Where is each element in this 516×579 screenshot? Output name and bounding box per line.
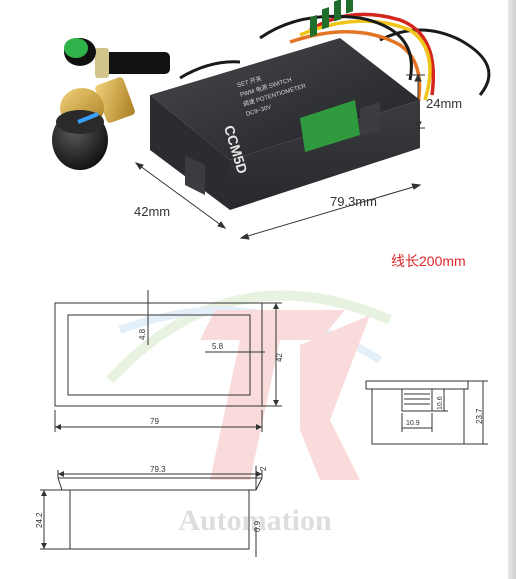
wire-length-label: 线长200mm bbox=[391, 253, 466, 269]
photo-dimension-lines bbox=[134, 73, 425, 240]
power-switch bbox=[64, 38, 170, 78]
side-height-label: 23.7 bbox=[475, 408, 484, 424]
front-width-label: 79 bbox=[150, 417, 159, 426]
front-offset-top-label: 4.8 bbox=[138, 328, 147, 340]
bottom-width-label: 79.3 bbox=[150, 465, 166, 474]
product-photo: CCM5D SET 开关 PWM 电源 SWITCH 调速 POTENTIOME… bbox=[52, 0, 491, 210]
bottom-view-arrows bbox=[41, 471, 262, 549]
front-offset-side-label: 5.8 bbox=[212, 342, 224, 351]
front-view-arrows bbox=[55, 303, 279, 430]
drawing-side-view bbox=[365, 380, 488, 445]
dim-depth-label: 42mm bbox=[134, 204, 170, 219]
side-terminal-height-label: 10.6 bbox=[437, 396, 444, 410]
side-terminal-width-label: 10.9 bbox=[406, 420, 420, 427]
potentiometer bbox=[52, 77, 135, 170]
drawing-bottom-view bbox=[40, 466, 263, 557]
terminal-block bbox=[300, 0, 360, 152]
watermark-text: Automation bbox=[178, 504, 332, 537]
dim-width-label: 79.3mm bbox=[330, 194, 377, 209]
bottom-height-label: 24.2 bbox=[35, 512, 44, 528]
wire-black bbox=[379, 28, 491, 96]
bottom-lip-bottom-label: 0.9 bbox=[253, 520, 262, 532]
front-height-label: 42 bbox=[275, 353, 284, 362]
drawing-front-view bbox=[54, 290, 282, 432]
wire-yellow bbox=[299, 19, 432, 101]
bottom-lip-top-label: 2 bbox=[259, 466, 268, 471]
watermark bbox=[106, 290, 393, 480]
right-edge-strip bbox=[508, 0, 516, 579]
dim-height-label: 24mm bbox=[426, 96, 462, 111]
